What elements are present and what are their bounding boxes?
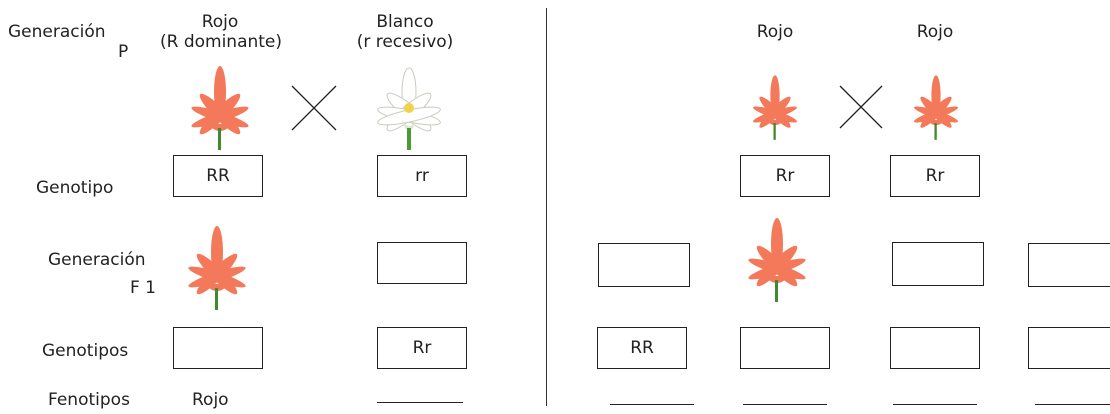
generation-p-sub: P — [118, 42, 129, 62]
f2-genotype-box-3 — [890, 327, 980, 369]
cross-icon — [291, 85, 337, 131]
f2-box-3 — [1028, 243, 1110, 287]
right-cross-icon — [839, 85, 883, 129]
f2-genotype-box-1: RR — [597, 327, 687, 369]
f1-red-flower-icon — [188, 226, 246, 310]
right-parent2-color-label: Rojo — [916, 22, 954, 42]
parent1-dominance-note: (R dominante) — [159, 32, 283, 52]
right-parent2-flower-icon — [914, 75, 958, 140]
f1-phenotype-1: Rojo — [192, 390, 229, 410]
right-parent1-color-label: Rojo — [756, 22, 794, 42]
f1-genotype-box-1 — [173, 327, 263, 369]
right-parent2-genotype-box: Rr — [890, 155, 980, 197]
f2-phenotype-blank-4 — [1035, 404, 1110, 405]
f1-phenotype-box — [377, 242, 467, 284]
parent2-genotype-box: rr — [377, 155, 467, 197]
f2-genotype-box-4 — [1028, 327, 1110, 369]
generation-f1-sub: F 1 — [130, 278, 156, 298]
fenotipos-label: Fenotipos — [48, 390, 130, 410]
generation-f1-label: Generación — [48, 250, 146, 270]
genotipo-label: Genotipo — [36, 178, 114, 198]
f2-phenotype-blank-1 — [610, 404, 694, 405]
f1-genotype-box-2: Rr — [377, 327, 467, 369]
parent2-color-label: Blanco — [376, 12, 434, 32]
f1-phenotype-blank — [377, 402, 463, 403]
parent1-genotype-box: RR — [173, 155, 263, 197]
right-parent1-genotype-box: Rr — [740, 155, 830, 197]
parent2-recessive-note: (r recesivo) — [356, 32, 454, 52]
genotipos-label: Genotipos — [42, 341, 129, 361]
right-parent1-flower-icon — [753, 75, 797, 140]
red-flower-icon — [191, 66, 249, 150]
white-flower-icon — [377, 67, 441, 150]
f2-red-flower-icon — [748, 218, 806, 302]
f2-box-2 — [892, 242, 984, 286]
generation-p-label: Generación — [8, 22, 106, 42]
divider-line — [546, 8, 547, 406]
f2-box-1 — [598, 243, 690, 287]
parent1-color-label: Rojo — [201, 12, 239, 32]
f2-phenotype-blank-2 — [743, 404, 827, 405]
f2-phenotype-blank-3 — [893, 404, 977, 405]
f2-genotype-box-2 — [740, 327, 830, 369]
